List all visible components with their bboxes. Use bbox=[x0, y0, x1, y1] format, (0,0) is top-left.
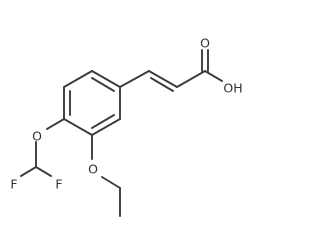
atom-label-ether-o-bottom: O bbox=[88, 162, 98, 177]
bond-vinyl-double-b bbox=[150, 77, 174, 92]
atom-labels: O OH O F F O bbox=[10, 36, 242, 192]
benzene-ring bbox=[63, 70, 121, 136]
ring-bond-c1-c2 bbox=[91, 70, 121, 88]
bond-cf2-to-f-right bbox=[35, 166, 52, 177]
ethoxy-group bbox=[91, 134, 121, 217]
atom-label-ether-o-top: O bbox=[32, 129, 42, 144]
atom-label-hydroxyl: OH bbox=[223, 81, 242, 96]
ring-double-bond-inner-1 bbox=[91, 77, 115, 92]
bond-vinyl-double-a bbox=[148, 70, 178, 88]
atom-label-f-left: F bbox=[10, 177, 17, 192]
molecule-diagram: O OH O F F O bbox=[10, 36, 243, 217]
acrylic-acid-chain bbox=[119, 49, 223, 92]
ring-bond-c2-c3 bbox=[63, 70, 93, 88]
bond-cf2-to-f-left bbox=[20, 166, 37, 177]
ring-double-bond-inner-3 bbox=[91, 114, 115, 129]
bond-ring-to-o-top bbox=[46, 118, 65, 130]
bond-carboxyl-to-oh bbox=[204, 70, 223, 82]
ring-bond-c4-c5 bbox=[63, 118, 93, 136]
atom-label-f-right: F bbox=[55, 177, 62, 192]
bond-vinyl-to-carboxyl bbox=[176, 70, 206, 88]
difluoromethoxy-group bbox=[20, 118, 65, 177]
ring-bond-c5-c6 bbox=[91, 118, 121, 136]
structure-canvas: O OH O F F O bbox=[10, 35, 243, 217]
bond-o-bottom-to-ch2 bbox=[101, 176, 121, 189]
atom-label-carbonyl-o: O bbox=[200, 36, 210, 51]
bond-ring-to-vinyl bbox=[119, 70, 150, 88]
